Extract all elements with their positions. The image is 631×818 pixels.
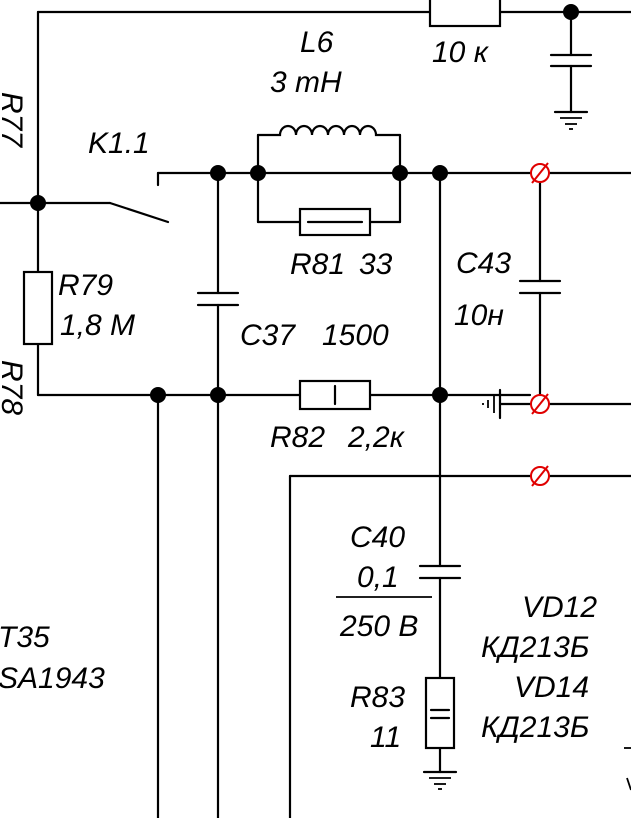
t35-label: T35 xyxy=(0,621,50,654)
r81-label: R81 xyxy=(290,248,345,281)
capacitor-c40 xyxy=(418,564,462,580)
terminal-marker-upper xyxy=(530,162,550,184)
l6-value: 3 mH xyxy=(270,66,342,99)
r83-label: R83 xyxy=(350,681,405,714)
ground-symbol-top-right xyxy=(553,110,589,130)
res-10k-value: 10 к xyxy=(432,36,490,69)
r83-value: 11 xyxy=(370,721,401,754)
r82-label: R82 xyxy=(270,421,325,454)
resistor-r79-body xyxy=(22,270,54,346)
r77-label: R77 xyxy=(0,92,28,148)
partial-symbol-mark-2 xyxy=(626,777,631,791)
terminal-marker-ground xyxy=(530,393,550,415)
r79-label: R79 xyxy=(58,269,113,302)
vd12-label: VD12 xyxy=(522,591,597,624)
c40-voltage: 250 B xyxy=(339,610,418,643)
c40-value: 0,1 xyxy=(357,561,399,594)
r82-value: 2,2к xyxy=(347,421,406,454)
vd14-part: КД213Б xyxy=(481,711,589,744)
r79-value: 1,8 M xyxy=(60,309,135,342)
resistor-r83-body xyxy=(424,676,456,750)
capacitor-c43 xyxy=(518,279,562,295)
resistor-10k-body xyxy=(428,0,502,28)
vd12-part: КД213Б xyxy=(481,631,589,664)
vd14-label: VD14 xyxy=(514,671,589,704)
k1-label: K1.1 xyxy=(88,127,150,160)
c43-value: 10н xyxy=(454,299,504,332)
r78-label: R78 xyxy=(0,360,28,415)
ground-symbol-r83 xyxy=(422,770,458,790)
capacitor-c37 xyxy=(196,291,240,307)
terminal-marker-lower xyxy=(530,465,550,487)
terminal-markers xyxy=(530,162,550,487)
t35-part: SA1943 xyxy=(0,662,105,695)
capacitor-top-right xyxy=(549,53,593,68)
chassis-ground-symbol xyxy=(482,388,502,420)
c37-label: C37 xyxy=(240,319,296,352)
junction-dots xyxy=(30,4,579,403)
c40-label: C40 xyxy=(350,521,405,554)
c43-label: C43 xyxy=(456,247,511,280)
inductor-l6 xyxy=(256,124,402,137)
l6-label: L6 xyxy=(300,26,334,59)
c37-value: 1500 xyxy=(322,319,389,352)
r81-value: 33 xyxy=(359,248,393,281)
